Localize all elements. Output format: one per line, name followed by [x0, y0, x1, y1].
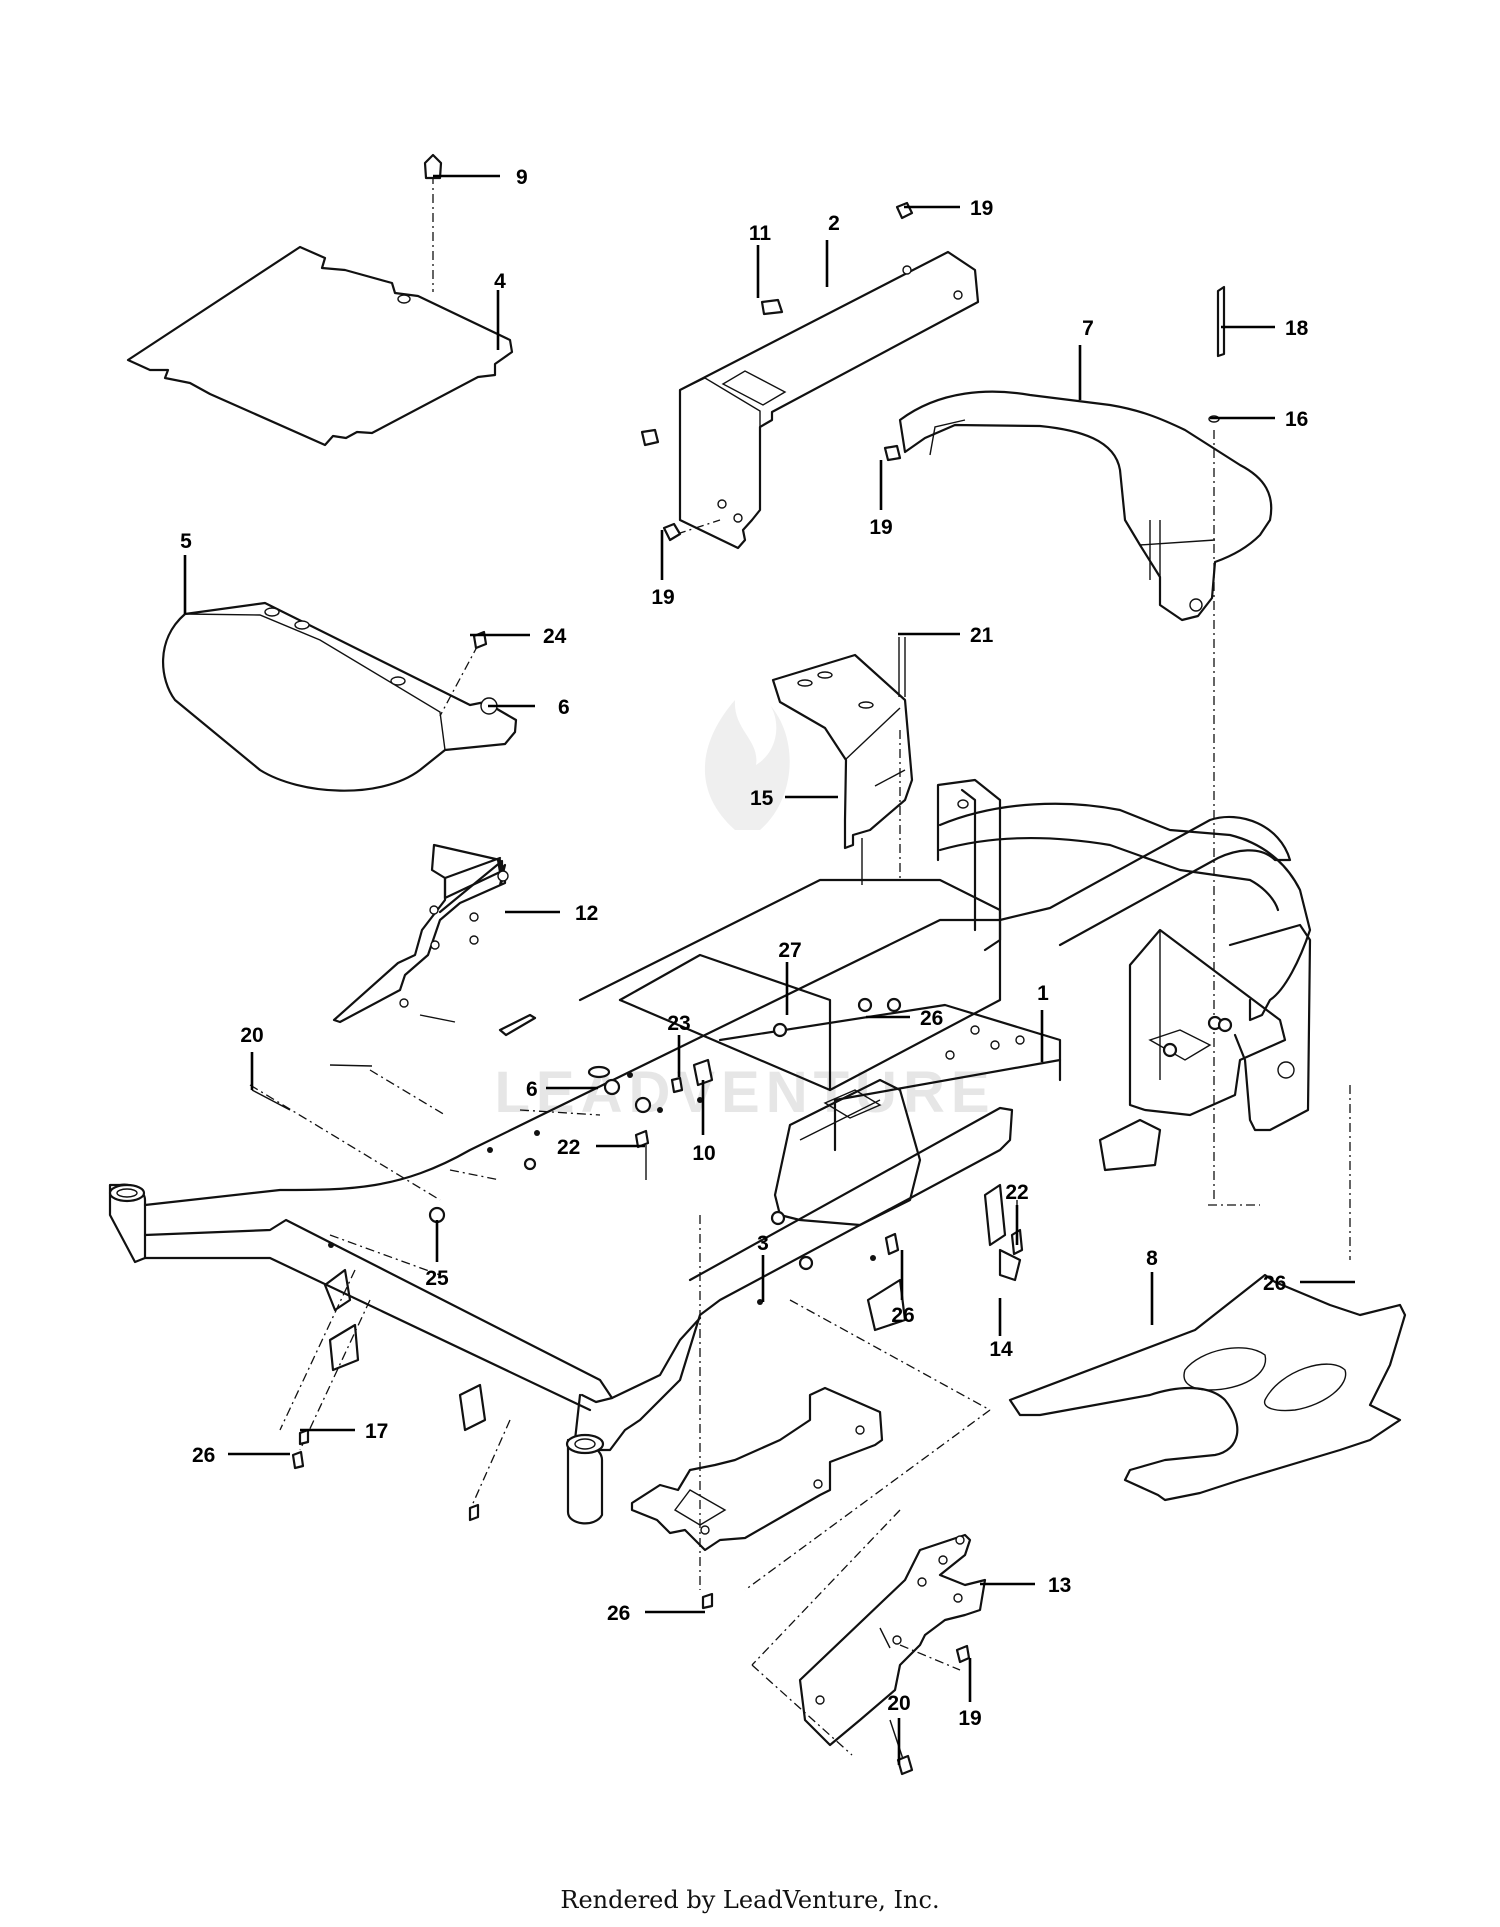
callout-23: 23: [667, 1012, 690, 1035]
part-5-fender: [161, 601, 518, 792]
callout-26-frame: 26: [920, 1007, 943, 1030]
part-7-seat-guard: [883, 285, 1273, 1200]
callout-13: 13: [1048, 1574, 1071, 1597]
part-10: [692, 1058, 714, 1087]
callout-26-tray: 26: [891, 1304, 914, 1327]
callout-20-left: 20: [240, 1024, 263, 1047]
callout-21: 21: [970, 624, 994, 647]
callout-17: 17: [365, 1420, 388, 1443]
callout-26-bottom: 26: [607, 1602, 630, 1625]
part-2-seat-pan: [640, 201, 980, 550]
callout-22-left: 22: [557, 1136, 580, 1159]
callout-leaders: [183, 174, 1355, 1765]
callout-9: 9: [516, 166, 528, 189]
part-12-side-panel: [329, 843, 537, 1116]
callout-6-frame: 6: [526, 1078, 538, 1101]
callout-19-bottom: 19: [958, 1707, 981, 1730]
callout-8: 8: [1146, 1247, 1158, 1270]
callout-1: 1: [1037, 982, 1049, 1005]
small-hardware: [587, 1058, 714, 1180]
watermark: LEADVENTURE: [494, 700, 995, 1125]
callout-19-pan: 19: [651, 586, 674, 609]
callout-26-left: 26: [192, 1444, 215, 1467]
callout-27: 27: [778, 939, 801, 962]
part-1-main-frame: [108, 778, 1312, 1525]
callout-24: 24: [543, 625, 567, 648]
callout-19-seat: 19: [869, 516, 892, 539]
callout-20-bottom: 20: [887, 1692, 910, 1715]
callout-26-guard: 26: [1263, 1272, 1286, 1295]
part-3-tray: [630, 1215, 991, 1591]
part-15-bracket: [771, 637, 914, 885]
watermark-text: LEADVENTURE: [494, 1060, 995, 1125]
callout-4: 4: [494, 270, 506, 293]
callout-25: 25: [425, 1267, 449, 1290]
callout-10: 10: [692, 1142, 715, 1165]
frame-hardware-lines: [249, 1084, 971, 1776]
callout-6-fender: 6: [558, 696, 570, 719]
part-8-rear-guard: [1008, 1085, 1407, 1502]
footer-credit: Rendered by LeadVenture, Inc.: [560, 1886, 940, 1914]
callout-3: 3: [757, 1232, 769, 1255]
part-4-floor-panel: [126, 153, 514, 447]
callout-16: 16: [1285, 408, 1308, 431]
callout-labels: 9 4 11 2 19 18 7 16 19 19 5 24 6 21 15 1…: [180, 166, 1309, 1730]
flame-watermark-icon: [704, 700, 790, 830]
callout-19-top: 19: [970, 197, 993, 220]
part-6-pin: [587, 1065, 611, 1079]
part-23: [670, 1076, 684, 1094]
callout-5: 5: [180, 530, 192, 553]
callout-11: 11: [749, 222, 772, 245]
part-13-side-plate: [751, 1509, 987, 1756]
callout-12: 12: [575, 902, 598, 925]
callout-22-right: 22: [1005, 1181, 1028, 1204]
callout-15: 15: [750, 787, 774, 810]
callout-18: 18: [1285, 317, 1309, 340]
callout-14: 14: [989, 1338, 1013, 1361]
callout-7: 7: [1082, 317, 1094, 340]
callout-2: 2: [828, 212, 840, 235]
